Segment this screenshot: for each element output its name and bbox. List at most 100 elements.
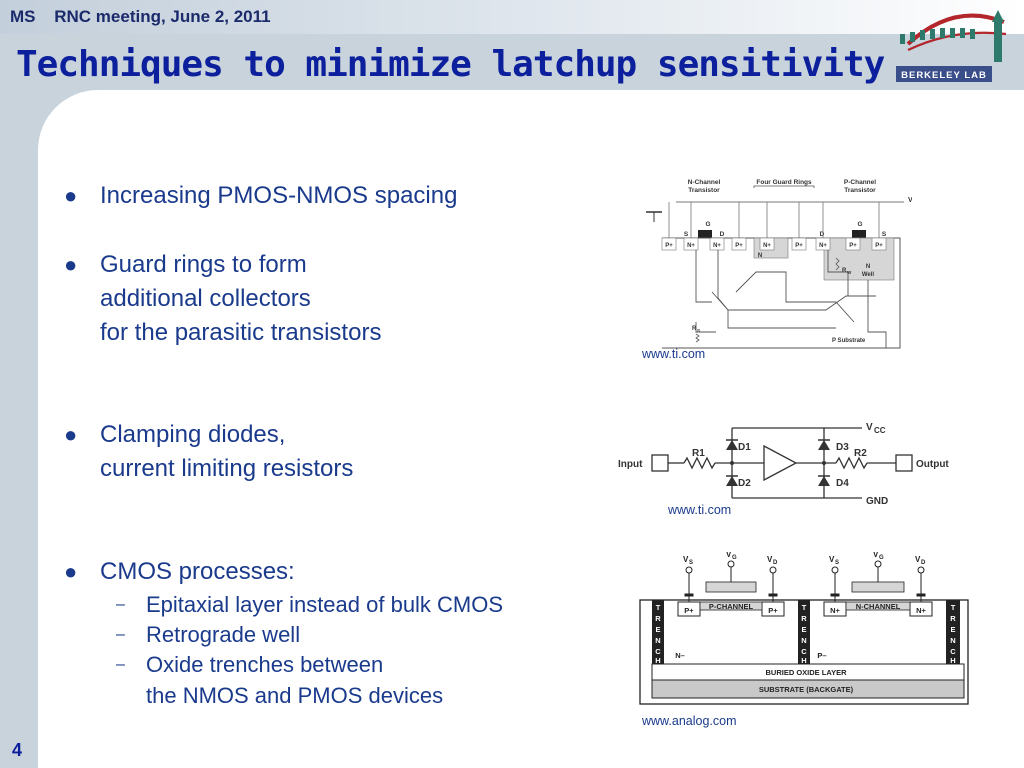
bullet-spacing: ● Increasing PMOS-NMOS spacing [64, 179, 458, 213]
svg-text:P+: P+ [795, 243, 803, 249]
svg-text:R: R [950, 614, 956, 623]
svg-text:CC: CC [874, 426, 886, 435]
bullet-line: Guard rings to form [100, 251, 307, 278]
svg-text:Four Guard Rings: Four Guard Rings [756, 179, 812, 186]
svg-text:R: R [655, 614, 661, 623]
svg-text:N: N [866, 264, 870, 270]
svg-text:P-Channel: P-Channel [844, 179, 876, 186]
svg-text:P+: P+ [665, 243, 673, 249]
svg-text:V: V [873, 552, 879, 559]
svg-text:D1: D1 [738, 442, 751, 453]
bullet-guard-rings: ● Guard rings to form additional collect… [64, 248, 382, 350]
svg-text:P+: P+ [768, 606, 778, 615]
svg-text:T: T [802, 603, 807, 612]
svg-text:V: V [915, 555, 921, 564]
svg-text:P+: P+ [684, 606, 694, 615]
svg-text:D3: D3 [836, 442, 849, 453]
svg-text:T: T [951, 603, 956, 612]
guard-ring-diagram: N-Channel Transistor Four Guard Rings P-… [646, 179, 912, 349]
svg-text:E: E [801, 625, 806, 634]
sub-bullet-line: Epitaxial layer instead of bulk CMOS [146, 592, 504, 617]
bullet-line: current limiting resistors [100, 455, 354, 482]
svg-text:G: G [732, 555, 737, 561]
meeting-name: RNC meeting, June 2, 2011 [54, 7, 271, 26]
slide-title: Techniques to minimize latchup sensitivi… [16, 44, 885, 85]
svg-text:H: H [801, 656, 806, 665]
svg-text:N+: N+ [916, 606, 926, 615]
svg-text:N+: N+ [819, 243, 827, 249]
svg-text:N+: N+ [830, 606, 840, 615]
bullet-dot: ● [64, 252, 78, 277]
svg-text:S: S [835, 560, 839, 566]
svg-text:R: R [801, 614, 807, 623]
svg-text:G: G [705, 221, 710, 228]
svg-text:T R E N C H: T R E N C H [804, 559, 810, 561]
svg-text:R: R [842, 268, 847, 274]
svg-text:D4: D4 [836, 478, 849, 489]
sub-bullet-epitaxial: – Epitaxial layer instead of bulk CMOS [116, 589, 504, 620]
bullet-cmos: ● CMOS processes: [64, 555, 295, 589]
bullet-clamping: ● Clamping diodes, current limiting resi… [64, 418, 354, 486]
bullet-line: Clamping diodes, [100, 421, 286, 448]
svg-text:P+: P+ [875, 243, 883, 249]
svg-text:V: V [866, 422, 873, 433]
svg-text:H: H [950, 656, 955, 665]
sub-bullet-line: the NMOS and PMOS devices [146, 683, 444, 708]
svg-text:V: V [829, 555, 835, 564]
svg-text:N-Channel: N-Channel [688, 179, 721, 186]
sub-bullet-trenches: – Oxide trenches between the NMOS and PM… [116, 649, 444, 711]
svg-text:GND: GND [866, 496, 888, 507]
bullet-line: Increasing PMOS-NMOS spacing [100, 182, 458, 209]
bullet-line: CMOS processes: [100, 558, 295, 585]
sub-bullet-dash: – [116, 596, 125, 613]
svg-text:D: D [820, 231, 825, 238]
svg-text:N: N [758, 253, 762, 259]
sub-bullet-line: Oxide trenches between [146, 652, 384, 677]
bullet-dot: ● [64, 183, 78, 208]
svg-text:H: H [655, 656, 660, 665]
svg-text:V: V [908, 197, 912, 204]
svg-text:G: G [879, 555, 884, 561]
svg-text:Input: Input [618, 459, 643, 470]
clamping-diode-caption: www.ti.com [668, 503, 732, 517]
svg-text:N: N [950, 636, 955, 645]
svg-text:P-CHANNEL: P-CHANNEL [709, 602, 754, 611]
svg-text:W: W [847, 270, 852, 275]
sub-bullet-line: Retrograde well [146, 622, 301, 647]
svg-text:BURIED OXIDE LAYER: BURIED OXIDE LAYER [766, 668, 848, 677]
bullet-dot: ● [64, 559, 78, 584]
sub-bullet-retrograde: – Retrograde well [116, 619, 301, 650]
svg-text:E: E [950, 625, 955, 634]
svg-text:D: D [921, 560, 926, 566]
svg-text:N: N [655, 636, 660, 645]
svg-text:V: V [726, 552, 732, 559]
bullet-dot: ● [64, 422, 78, 447]
svg-text:V: V [683, 555, 689, 564]
svg-text:P+: P+ [735, 243, 743, 249]
sub-bullet-dash: – [116, 656, 125, 673]
author-initials: MS [10, 7, 36, 26]
svg-text:P–: P– [817, 651, 826, 660]
sub-bullet-dash: – [116, 626, 125, 643]
svg-text:Output: Output [916, 459, 949, 470]
svg-text:N: N [801, 636, 806, 645]
clamping-diode-diagram: Input Output R1 R2 D1 D2 D3 D4 GND V CC [618, 422, 949, 507]
svg-text:Transistor: Transistor [844, 187, 876, 194]
svg-text:Well: Well [862, 272, 875, 278]
svg-text:P Substrate: P Substrate [832, 338, 866, 344]
svg-text:Transistor: Transistor [688, 187, 720, 194]
svg-text:D2: D2 [738, 478, 751, 489]
svg-text:S: S [689, 560, 693, 566]
svg-text:S: S [684, 231, 689, 238]
bullet-line: for the parasitic transistors [100, 319, 382, 346]
svg-text:N+: N+ [713, 243, 721, 249]
svg-text:SUBSTRATE (BACKGATE): SUBSTRATE (BACKGATE) [759, 685, 854, 694]
svg-text:N+: N+ [687, 243, 695, 249]
page-number: 4 [12, 740, 23, 760]
bullet-line: additional collectors [100, 285, 311, 312]
svg-text:N-CHANNEL: N-CHANNEL [856, 602, 901, 611]
svg-text:P+: P+ [849, 243, 857, 249]
svg-text:R: R [692, 326, 697, 332]
svg-text:C: C [950, 647, 956, 656]
